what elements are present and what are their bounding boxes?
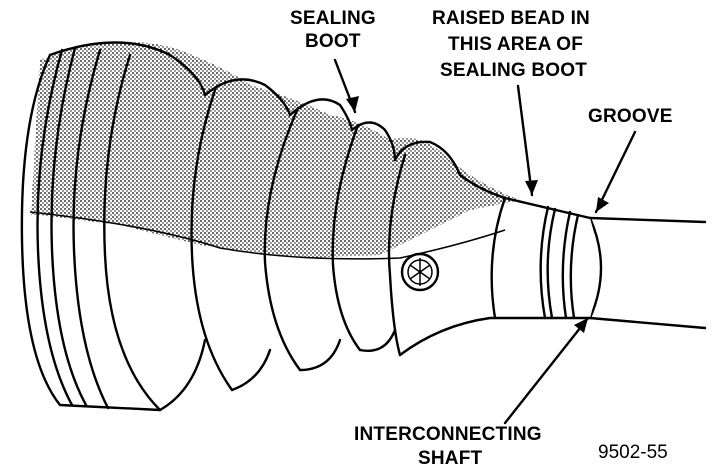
leader-interconnecting-shaft bbox=[503, 316, 590, 425]
groove-label: GROOVE bbox=[588, 106, 673, 127]
leader-raised-bead bbox=[516, 84, 538, 197]
label-sealing-boot: SEALING BOOT bbox=[290, 8, 376, 52]
label-interconnecting-shaft: INTERCONNECTING SHAFT bbox=[354, 424, 542, 469]
raised-bead-label-line-2: THIS AREA OF bbox=[448, 34, 583, 55]
interconnecting-shaft-label-line-2: SHAFT bbox=[418, 448, 483, 469]
sealing-boot-label-line-1: SEALING bbox=[290, 8, 376, 29]
shaft bbox=[588, 216, 707, 330]
label-raised-bead: RAISED BEAD IN THIS AREA OF SEALING BOOT bbox=[432, 8, 590, 81]
leader-groove bbox=[594, 130, 637, 214]
interconnecting-shaft-label-line-1: INTERCONNECTING bbox=[354, 424, 542, 445]
figure-number: 9502-55 bbox=[598, 442, 668, 463]
raised-bead-label-line-3: SEALING BOOT bbox=[440, 60, 587, 81]
label-groove: GROOVE bbox=[588, 106, 673, 127]
sealing-boot-label-line-2: BOOT bbox=[305, 31, 361, 52]
raised-bead-label-line-1: RAISED BEAD IN bbox=[432, 8, 590, 29]
leader-sealing-boot bbox=[333, 58, 359, 114]
sealing-boot-body bbox=[20, 41, 598, 415]
